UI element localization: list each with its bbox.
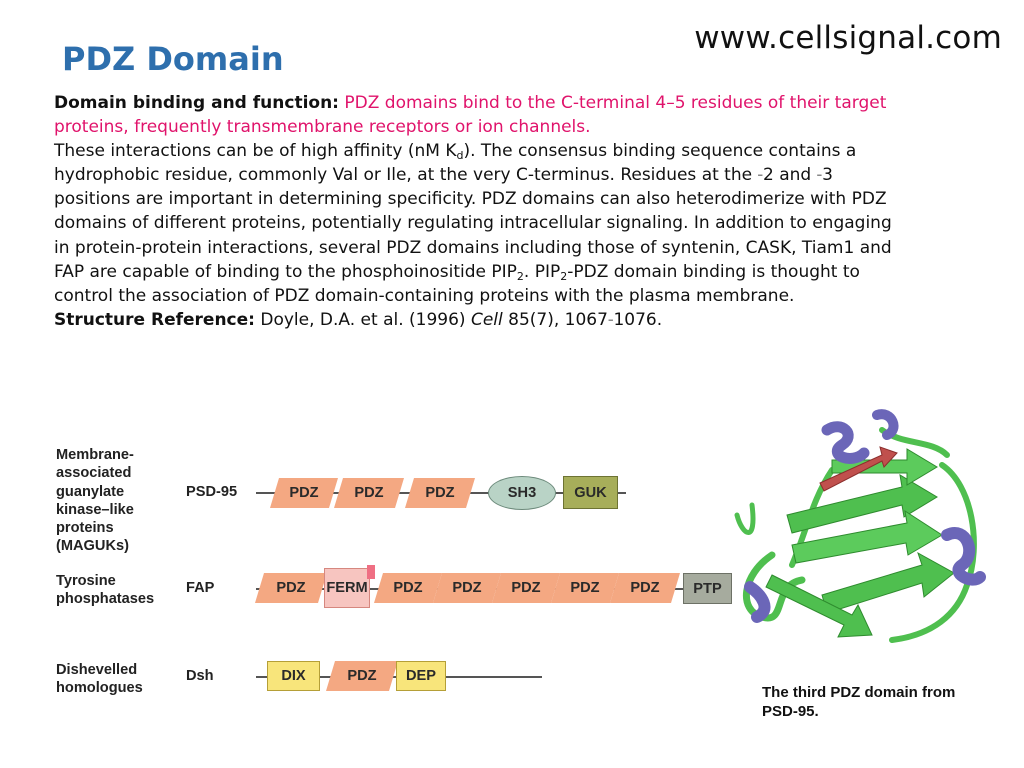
pdz-structure-illustration bbox=[732, 405, 1004, 650]
psd95-domain-pdz-2: PDZ bbox=[334, 478, 404, 508]
reference-end: 1076. bbox=[613, 309, 663, 330]
description-text: Domain binding and function: PDZ domains… bbox=[54, 91, 904, 332]
description-p1e: . PIP bbox=[523, 261, 561, 282]
fap-domain-ferm: FERM bbox=[324, 565, 375, 608]
ferm-accent-mark bbox=[367, 565, 375, 579]
site-url[interactable]: www.cellsignal.com bbox=[694, 20, 1002, 56]
fap-domain-pdz-6: PDZ bbox=[610, 573, 680, 603]
fap-domain-pdz-4: PDZ bbox=[492, 573, 560, 603]
pdz-ribbon-svg bbox=[734, 409, 986, 643]
description-p1c: 2 and bbox=[762, 165, 817, 186]
dsh-domain-dix: DIX bbox=[267, 661, 320, 691]
family-label-tyrosine-phosphatases: Tyrosine phosphatases bbox=[56, 573, 155, 608]
protein-label-fap: FAP bbox=[186, 580, 215, 596]
reference-dash: – bbox=[607, 312, 614, 326]
dsh-domain-dep: DEP bbox=[396, 661, 446, 691]
reference-issue: 85(7), 1067 bbox=[508, 309, 608, 330]
psd95-domain-pdz-3: PDZ bbox=[405, 478, 475, 508]
reference-authors: Doyle, D.A. et al. (1996) bbox=[260, 309, 466, 330]
description-lead: Domain binding and function: bbox=[54, 93, 339, 113]
family-label-maguks: Membrane- associated guanylate kinase–li… bbox=[56, 447, 134, 555]
description-p1sub3: 2 bbox=[560, 269, 568, 283]
description-dash2: – bbox=[816, 168, 823, 182]
fap-domain-pdz-2: PDZ bbox=[374, 573, 442, 603]
description-p1d: 3 positions are important in determining… bbox=[54, 165, 892, 282]
psd95-domain-guk: GUK bbox=[563, 476, 618, 509]
description-dash1: – bbox=[757, 168, 763, 182]
description-p1b: ). The consensus binding sequence contai… bbox=[54, 141, 857, 186]
psd95-domain-sh3: SH3 bbox=[488, 476, 556, 510]
page-title: PDZ Domain bbox=[62, 40, 284, 78]
description-p1a: These interactions can be of high affini… bbox=[54, 141, 457, 162]
fap-domain-ptp: PTP bbox=[683, 573, 732, 604]
description-highlight: PDZ domains bind to the C-terminal 4–5 r… bbox=[54, 93, 887, 138]
fap-domain-ferm-label: FERM bbox=[326, 580, 368, 596]
psd95-domain-pdz-1: PDZ bbox=[270, 478, 338, 508]
reference-journal: Cell bbox=[470, 309, 503, 330]
description-p1sub2: 2 bbox=[516, 269, 524, 283]
description-p1f: -PDZ domain binding is thought to contro… bbox=[54, 261, 860, 306]
structure-caption: The third PDZ domain from PSD-95. bbox=[762, 684, 956, 720]
family-label-dishevelled: Dishevelled homologues bbox=[56, 662, 143, 697]
protein-label-dsh: Dsh bbox=[186, 668, 214, 684]
description-p1sub: d bbox=[456, 149, 464, 163]
dsh-domain-pdz: PDZ bbox=[326, 661, 398, 691]
fap-domain-pdz-3: PDZ bbox=[433, 573, 501, 603]
reference-label: Structure Reference: bbox=[54, 309, 255, 330]
protein-label-psd95: PSD-95 bbox=[186, 484, 238, 500]
fap-domain-pdz-5: PDZ bbox=[551, 573, 619, 603]
fap-domain-pdz-1: PDZ bbox=[255, 573, 327, 603]
